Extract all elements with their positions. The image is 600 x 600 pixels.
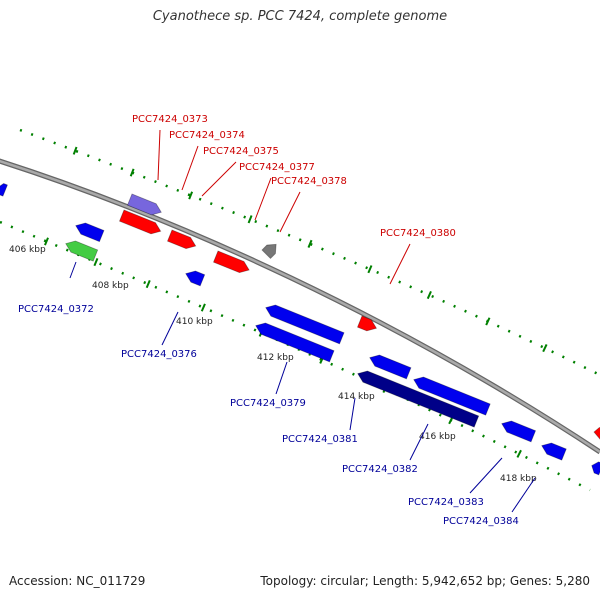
outer-major-tick [247, 215, 253, 224]
gene-arrow-pcc7424_0374 [118, 209, 162, 235]
inner-major-tick [44, 237, 49, 246]
gene-arrow-pcc7424_0375 [166, 229, 197, 250]
gene-label-pcc7424_0379: PCC7424_0379 [230, 398, 306, 409]
gene-label-pcc7424_0380: PCC7424_0380 [380, 228, 456, 239]
gene-label-pcc7424_0378: PCC7424_0378 [271, 176, 347, 187]
gene-arrow-pcc7424_0379 [255, 322, 335, 363]
leader-line-pcc7424_0374 [181, 145, 199, 191]
leader-line-pcc7424_0377 [254, 177, 272, 221]
ruler-label-406: 406 kbp [9, 245, 46, 255]
gene-arrow-pcc7424_0378 [261, 243, 277, 260]
outer-major-tick [129, 168, 135, 177]
gene-label-pcc7424_0372: PCC7424_0372 [18, 304, 94, 315]
gene-arrow-pcc7424_0373 [126, 193, 162, 216]
inner-major-tick [93, 257, 99, 267]
outer-major-tick [426, 290, 432, 300]
genome-summary-text: Topology: circular; Length: 5,942,652 bp… [260, 574, 590, 588]
leader-line-pcc7424_0378 [279, 191, 301, 233]
ruler-label-416: 416 kbp [419, 432, 456, 442]
inner-major-tick [145, 279, 151, 289]
gene-arrow-unlabeled-1 [265, 304, 345, 345]
gene-arrow-pcc7424_0381 [369, 354, 412, 380]
outer-major-tick [72, 146, 78, 155]
gene-arrow-unlabeled-0 [75, 222, 105, 243]
leader-line-pcc7424_0375 [201, 161, 237, 197]
gene-arrow-pcc7424_0372 [65, 240, 99, 262]
gene-arrow-edge-red [593, 427, 600, 442]
leader-line-pcc7424_0381 [349, 397, 356, 431]
leader-line-pcc7424_0376 [161, 311, 179, 346]
inner-tick-track [0, 220, 591, 492]
ruler-label-410: 410 kbp [176, 317, 213, 327]
gene-arrow-unlabeled-2 [413, 376, 491, 416]
gene-arrow-pcc7424_0376 [185, 270, 206, 287]
gene-label-pcc7424_0382: PCC7424_0382 [342, 464, 418, 475]
inner-major-tick [200, 303, 206, 312]
leader-line-pcc7424_0382 [409, 423, 429, 461]
leader-line-pcc7424_0384 [511, 477, 536, 513]
inner-major-tick [516, 449, 522, 458]
ruler-label-418: 418 kbp [500, 474, 537, 484]
gene-arrow-pcc7424_0384 [541, 442, 567, 461]
ruler-label-412: 412 kbp [257, 353, 294, 363]
gene-label-pcc7424_0384: PCC7424_0384 [443, 516, 519, 527]
gene-arrow-pcc7424_0382 [357, 370, 480, 428]
ruler-label-414: 414 kbp [338, 392, 375, 402]
gene-arrow-pcc7424_0377 [212, 250, 250, 274]
gene-label-pcc7424_0383: PCC7424_0383 [408, 497, 484, 508]
outer-major-tick [307, 239, 313, 248]
gene-arrow-pcc7424_0380 [356, 315, 378, 332]
leader-line-pcc7424_0383 [469, 457, 503, 494]
leader-line-pcc7424_0372 [69, 261, 77, 279]
leader-line-pcc7424_0380 [389, 243, 411, 285]
gene-label-pcc7424_0376: PCC7424_0376 [121, 349, 197, 360]
genome-backbone [0, 159, 600, 454]
gene-label-pcc7424_0373: PCC7424_0373 [132, 114, 208, 125]
gene-label-pcc7424_0381: PCC7424_0381 [282, 434, 358, 445]
outer-major-tick [367, 265, 373, 274]
accession-text: Accession: NC_011729 [9, 574, 146, 588]
gene-arrow-edge-blue [591, 461, 600, 476]
gene-label-pcc7424_0375: PCC7424_0375 [203, 146, 279, 157]
page-title: Cyanothece sp. PCC 7424, complete genome [152, 9, 448, 24]
outer-major-tick [542, 344, 548, 353]
leader-line-pcc7424_0373 [157, 129, 161, 181]
gene-arrow-pcc7424_0383 [501, 420, 537, 443]
gene-label-pcc7424_0377: PCC7424_0377 [239, 162, 315, 173]
gene-arrow-unlabeled-3 [0, 183, 8, 197]
outer-major-tick [485, 317, 491, 326]
leader-line-pcc7424_0379 [275, 361, 288, 395]
outer-major-tick [188, 191, 194, 200]
ruler-label-408: 408 kbp [92, 281, 129, 291]
gene-label-pcc7424_0374: PCC7424_0374 [169, 130, 245, 141]
